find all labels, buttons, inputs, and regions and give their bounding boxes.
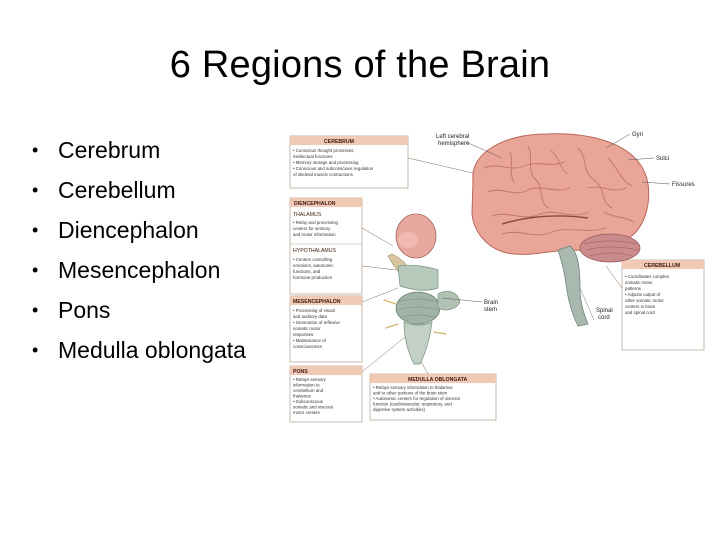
panel-line: • Centers controlling <box>293 257 333 262</box>
medulla-panel: MEDULLA OBLONGATA • Relays sensory infor… <box>369 359 497 421</box>
spinal-cord-label: cord <box>598 315 610 321</box>
bullet-icon: • <box>32 140 39 160</box>
panel-line: information to <box>293 383 320 388</box>
cerebellum-illustration <box>579 233 641 263</box>
panel-line: • Coordinates complex <box>625 274 670 279</box>
panel-line: centers in brain <box>625 304 656 309</box>
panel-line: intellectual functions <box>293 154 333 159</box>
bullet-icon: • <box>32 260 39 280</box>
cerebrum-heading: CEREBRUM <box>324 139 354 145</box>
list-item-label: Mesencephalon <box>58 257 221 283</box>
gyri-label: Gyri <box>632 132 643 138</box>
list-item-label: Diencephalon <box>58 217 199 243</box>
pons-heading: PONS <box>293 369 308 375</box>
hypothalamus-heading: HYPOTHALAMUS <box>293 248 336 254</box>
bullet-icon: • <box>32 180 39 200</box>
panel-line: • Conscious thought processes, <box>293 148 355 153</box>
list-item: • Cerebellum <box>30 170 246 210</box>
left-hemisphere-label: Left cerebral <box>436 134 469 140</box>
panel-line: and motor information <box>293 232 336 237</box>
cerebellum-heading: CEREBELLUM <box>644 263 680 269</box>
brainstem-dissection <box>383 213 461 365</box>
panel-line: • Memory storage and processing <box>293 160 359 165</box>
panel-line: • Generation of reflexive <box>293 320 340 325</box>
panel-line: motor centers <box>293 410 321 415</box>
panel-line: • Adjusts output of <box>625 292 661 297</box>
panel-line: other somatic motor <box>625 298 664 303</box>
panel-line: somatic and visceral <box>293 405 333 410</box>
mesencephalon-panel: MESENCEPHALON • Processing of visual and… <box>289 287 399 363</box>
panel-line: of skeletal muscle contractions <box>293 172 354 177</box>
cerebrum-illustration <box>471 133 650 255</box>
panel-line: emotions, autonomic <box>293 263 334 268</box>
left-hemisphere-label: hemisphere <box>438 141 470 147</box>
panel-line: • Conscious and subconscious regulation <box>293 166 374 171</box>
panel-line: thalamus <box>293 394 312 399</box>
cerebrum-panel: CEREBRUM • Conscious thought processes, … <box>289 135 474 189</box>
list-item-label: Pons <box>58 297 111 323</box>
list-item: • Mesencephalon <box>30 250 246 290</box>
panel-line: somatic motor <box>625 280 653 285</box>
list-item-label: Cerebellum <box>58 177 176 203</box>
diencephalon-heading: DIENCEPHALON <box>294 201 336 207</box>
bullet-icon: • <box>32 300 39 320</box>
panel-line: patterns <box>625 286 642 291</box>
panel-line: hormone production <box>293 275 333 280</box>
panel-line: digestive system activities) <box>373 407 426 412</box>
panel-line: consciousness <box>293 344 323 349</box>
fissures-label: Fissures <box>672 182 695 188</box>
panel-line: functions, and <box>293 269 321 274</box>
figure-callouts: Left cerebral hemisphere Gyri Sulci Fiss… <box>436 132 695 321</box>
list-item: • Diencephalon <box>30 210 246 250</box>
brain-stem-label: Brain <box>484 300 498 306</box>
panel-line: and spinal cord <box>625 310 655 315</box>
panel-line: • Maintenance of <box>293 338 327 343</box>
panel-line: • Subconscious <box>293 399 324 404</box>
list-item-label: Medulla oblongata <box>58 337 246 363</box>
panel-line: • Relays sensory information to thalamus <box>373 385 453 390</box>
panel-line: somatic motor <box>293 326 321 331</box>
panel-line: responses <box>293 332 314 337</box>
panel-line: • Autonomic centers for regulation of vi… <box>373 396 460 401</box>
panel-line: • Relay and processing <box>293 220 339 225</box>
list-item: • Medulla oblongata <box>30 330 246 370</box>
spinal-cord-label: Spinal <box>596 308 613 314</box>
sulci-label: Sulci <box>656 156 669 162</box>
bullet-icon: • <box>32 340 39 360</box>
slide-title: 6 Regions of the Brain <box>169 44 551 86</box>
list-item-label: Cerebrum <box>58 137 161 163</box>
panel-line: cerebellum and <box>293 388 324 393</box>
thalamus-heading: THALAMUS <box>293 212 322 218</box>
panel-line: and to other portions of the brain stem <box>373 391 448 396</box>
region-list: • Cerebrum • Cerebellum • Diencephalon • Mes… <box>30 130 246 370</box>
pons-panel: PONS • Relays sensory information to cer… <box>289 335 407 423</box>
big-brainstem-illustration <box>557 245 595 327</box>
bullet-icon: • <box>32 220 39 240</box>
panel-line: and auditory data <box>293 314 327 319</box>
medulla-heading: MEDULLA OBLONGATA <box>408 377 468 383</box>
brain-stem-label: stem <box>484 307 497 313</box>
brain-regions-figure: CEREBRUM • Conscious thought processes, … <box>288 128 712 424</box>
cerebellum-panel: CEREBELLUM • Coordinates complex somatic… <box>605 259 705 351</box>
brain-illustration: CEREBRUM • Conscious thought processes, … <box>289 132 705 423</box>
diencephalon-panel: DIENCEPHALON THALAMUS • Relay and proces… <box>289 197 397 295</box>
list-item: • Pons <box>30 290 246 330</box>
panel-line: function (cardiovascular, respiratory, a… <box>373 402 452 407</box>
list-item: • Cerebrum <box>30 130 246 170</box>
mesencephalon-heading: MESENCEPHALON <box>293 299 341 305</box>
panel-line: centers for sensory <box>293 226 331 231</box>
panel-line: • Processing of visual <box>293 308 335 313</box>
panel-line: • Relays sensory <box>293 377 327 382</box>
